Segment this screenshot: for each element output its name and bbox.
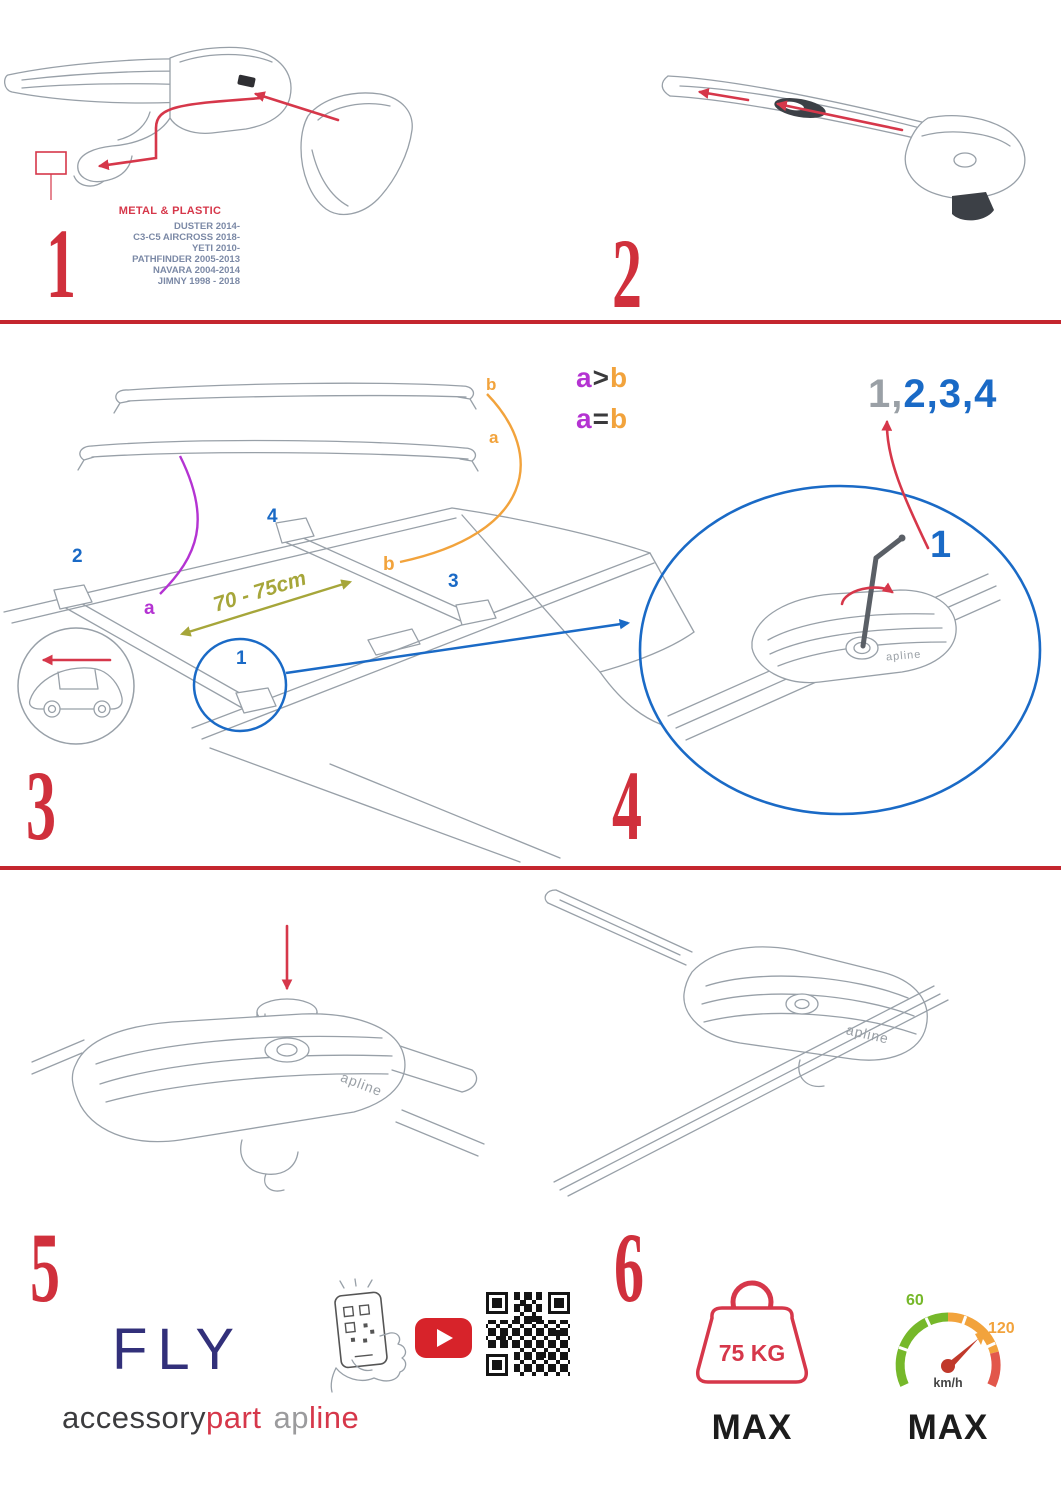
roof-position-3: 3 — [448, 571, 459, 592]
detail-circle-big — [638, 484, 1042, 816]
max-weight-icon — [695, 1280, 809, 1384]
vehicle-model-list: DUSTER 2014- C3-C5 AIRCROSS 2018- YETI 2… — [92, 221, 240, 287]
brand-line: line — [308, 1400, 360, 1435]
step4-zoom-drawing — [638, 419, 1042, 816]
step-number-1: 1 — [46, 208, 76, 319]
vehicle-model: JIMNY 1998 - 2018 — [157, 276, 240, 287]
step3-roof-scene-drawing — [3, 382, 695, 863]
measure-arrow — [179, 579, 353, 637]
detail-circle-small — [192, 637, 288, 733]
roof-position-1: 1 — [236, 648, 247, 669]
step-number-6: 6 — [614, 1212, 644, 1323]
arrow-insert — [775, 100, 904, 132]
step-number-3: 3 — [26, 750, 56, 861]
section-divider-bottom — [0, 866, 1061, 870]
youtube-icon — [415, 1318, 472, 1358]
vehicle-model: DUSTER 2014- — [174, 221, 240, 232]
legend-b: b — [609, 403, 629, 434]
step1-exploded-foot-drawing — [4, 46, 413, 216]
legend-row-1: a>b — [576, 362, 628, 394]
vehicle-model: C3-C5 AIRCROSS 2018- — [133, 232, 240, 243]
section-divider-top — [0, 320, 1061, 324]
material-title: METAL & PLASTIC — [118, 205, 222, 217]
brand-accessory: accessory — [62, 1400, 207, 1435]
bar-logo-plate — [237, 74, 256, 88]
curve-bar-b — [399, 393, 522, 564]
max-weight-label: MAX — [711, 1408, 793, 1447]
arrow-to-sequence — [881, 419, 930, 550]
step5-knob-drawing — [31, 924, 485, 1192]
legend-a: a — [576, 362, 593, 393]
max-speed-label: MAX — [907, 1408, 989, 1447]
step6-mounted-foot-drawing — [544, 889, 949, 1197]
speedometer-icon — [895, 1312, 1001, 1388]
legend-op: = — [592, 403, 610, 434]
roof-position-4: 4 — [267, 506, 278, 527]
vehicle-model: NAVARA 2004-2014 — [153, 265, 240, 276]
foot-claw — [952, 192, 994, 221]
roof-position-a: a — [144, 598, 155, 619]
loose-bar-label-b: b — [486, 375, 497, 394]
legend-row-2: a=b — [576, 403, 628, 435]
car-inset-circle — [17, 627, 135, 745]
sequence-first: 1, — [868, 372, 904, 416]
arrow-insert-small — [697, 88, 750, 102]
max-weight-value: 75 KG — [718, 1340, 786, 1366]
roof-position-b: b — [383, 554, 395, 575]
speed-unit-label: km/h — [933, 1376, 963, 1390]
vehicle-model: PATHFINDER 2005-2013 — [132, 254, 240, 265]
step2-crossbar-drawing — [661, 75, 1026, 221]
loose-bar-label-a: a — [489, 428, 499, 447]
legend-a: a — [576, 403, 593, 434]
legend-op: > — [592, 362, 610, 393]
curve-bar-a — [159, 455, 199, 595]
vehicle-model: YETI 2010- — [191, 243, 240, 254]
claw-callout-box — [35, 151, 67, 175]
step-number-5: 5 — [30, 1212, 60, 1323]
step-number-2: 2 — [612, 218, 642, 329]
speed-high-label: 120 — [988, 1320, 1015, 1337]
detail-connector-arrow — [285, 619, 631, 675]
brand-ap: ap — [273, 1400, 309, 1435]
roof-position-2: 2 — [72, 546, 83, 567]
qr-code — [486, 1292, 570, 1376]
legend-b: b — [609, 362, 629, 393]
allen-key — [860, 555, 879, 649]
scan-phone-icon — [330, 1278, 407, 1393]
arrow-cover-to-bar — [253, 91, 340, 122]
speed-low-label: 60 — [906, 1292, 924, 1309]
brand-part: part — [206, 1400, 262, 1435]
arrow-rotate — [840, 582, 894, 606]
arrow-route-to-claw — [97, 96, 264, 171]
product-model-name: FLY — [112, 1317, 245, 1382]
step-number-4: 4 — [612, 750, 642, 861]
tighten-sequence: 1,2,3,4 — [868, 372, 997, 417]
sequence-rest: 2,3,4 — [903, 372, 998, 416]
sequence-position-1: 1 — [930, 524, 952, 566]
